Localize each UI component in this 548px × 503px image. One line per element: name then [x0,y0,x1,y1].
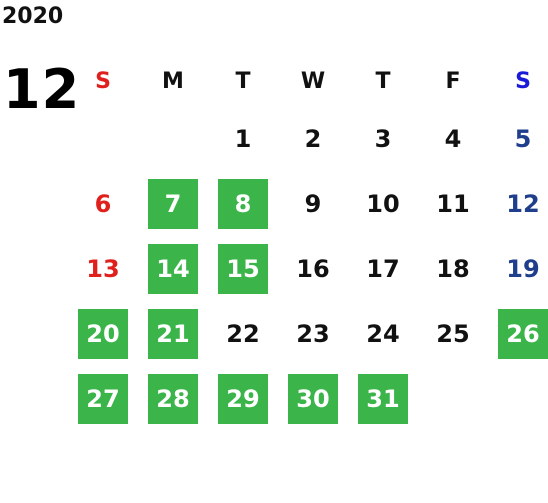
month-number: 12 [3,58,81,121]
blank-cell [68,106,138,171]
day-number: 3 [374,124,392,153]
day-number: 27 [78,373,128,424]
day-cell[interactable]: 11 [418,171,488,236]
day-number: 31 [358,373,408,424]
day-cell[interactable]: 23 [278,301,348,366]
day-number: 12 [506,189,540,218]
day-cell[interactable]: 29 [208,366,278,431]
weekday-header: T [375,68,391,94]
day-cell[interactable]: 26 [488,301,548,366]
day-cell[interactable]: 19 [488,236,548,301]
weekday-header: S [95,68,111,94]
day-number: 9 [304,189,322,218]
day-number: 28 [148,373,198,424]
day-number: 8 [218,178,268,229]
blank-cell [138,106,208,171]
day-cell[interactable]: 5 [488,106,548,171]
day-cell[interactable]: 30 [278,366,348,431]
day-cell[interactable]: 9 [278,171,348,236]
day-number: 24 [366,319,400,348]
weekday-header: S [515,68,531,94]
day-cell[interactable]: 18 [418,236,488,301]
day-number: 21 [148,308,198,359]
day-number: 11 [436,189,470,218]
day-cell[interactable]: 21 [138,301,208,366]
day-number: 4 [444,124,462,153]
day-number: 2 [304,124,322,153]
year-label: 2020 [2,4,64,29]
day-cell[interactable]: 8 [208,171,278,236]
day-number: 6 [94,189,112,218]
day-cell[interactable]: 2 [278,106,348,171]
day-cell[interactable]: 4 [418,106,488,171]
weekday-header: F [445,68,461,94]
day-cell[interactable]: 7 [138,171,208,236]
day-number: 23 [296,319,330,348]
day-cell[interactable]: 15 [208,236,278,301]
day-number: 20 [78,308,128,359]
day-number: 22 [226,319,260,348]
day-cell[interactable]: 24 [348,301,418,366]
day-cell[interactable]: 28 [138,366,208,431]
day-number: 5 [514,124,532,153]
day-cell[interactable]: 31 [348,366,418,431]
weekday-header: M [162,68,184,94]
day-cell[interactable]: 16 [278,236,348,301]
day-cell[interactable]: 17 [348,236,418,301]
day-number: 30 [288,373,338,424]
day-number: 1 [234,124,252,153]
day-cell[interactable]: 6 [68,171,138,236]
day-cell[interactable]: 27 [68,366,138,431]
weekday-header: W [300,68,326,94]
day-number: 29 [218,373,268,424]
day-number: 25 [436,319,470,348]
day-number: 17 [366,254,400,283]
day-cell[interactable]: 1 [208,106,278,171]
day-number: 14 [148,243,198,294]
day-cell[interactable]: 13 [68,236,138,301]
day-cell[interactable]: 12 [488,171,548,236]
day-number: 16 [296,254,330,283]
day-number: 26 [498,308,548,359]
day-number: 10 [366,189,400,218]
day-cell[interactable]: 25 [418,301,488,366]
day-cell[interactable]: 10 [348,171,418,236]
day-cell[interactable]: 20 [68,301,138,366]
day-cell[interactable]: 3 [348,106,418,171]
day-number: 19 [506,254,540,283]
day-number: 18 [436,254,470,283]
day-cell[interactable]: 14 [138,236,208,301]
day-number: 13 [86,254,120,283]
weekday-header: T [235,68,251,94]
day-number: 7 [148,178,198,229]
day-cell[interactable]: 22 [208,301,278,366]
day-number: 15 [218,243,268,294]
